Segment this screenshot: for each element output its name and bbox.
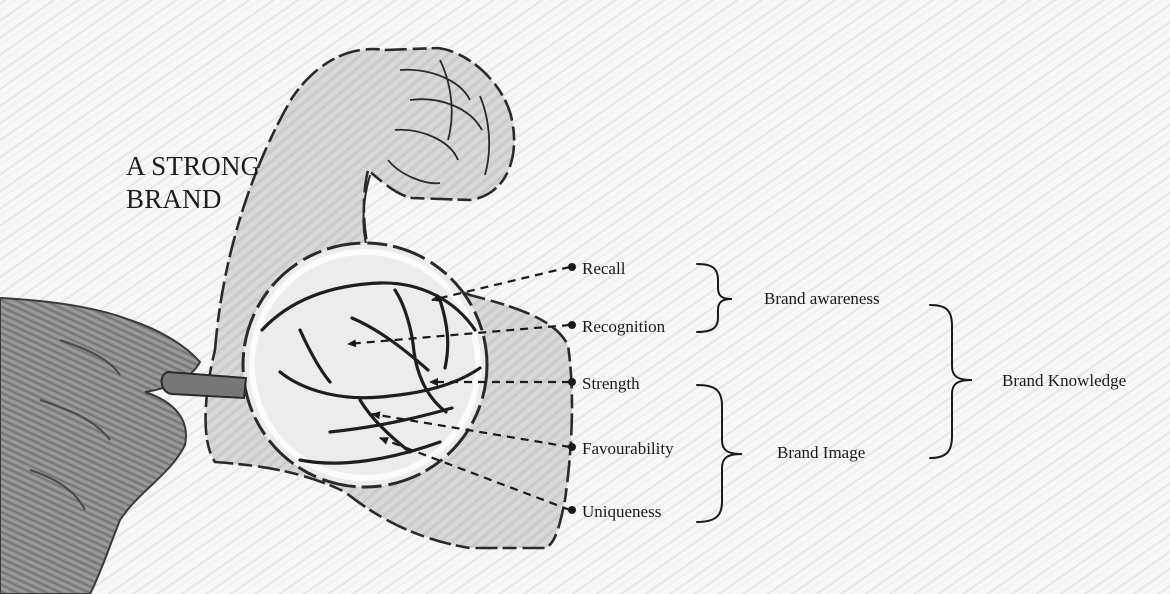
label-brand-image: Brand Image <box>777 444 865 461</box>
label-recall: Recall <box>582 260 625 277</box>
dot-favourability <box>568 443 576 451</box>
dot-uniqueness <box>568 506 576 514</box>
dot-recognition <box>568 321 576 329</box>
label-favourability: Favourability <box>582 440 674 457</box>
label-uniqueness: Uniqueness <box>582 503 661 520</box>
label-recognition: Recognition <box>582 318 665 335</box>
magnifier-lens <box>243 243 487 487</box>
dot-recall <box>568 263 576 271</box>
label-brand-knowledge: Brand Knowledge <box>1002 372 1126 389</box>
title-line-2: BRAND <box>126 186 222 213</box>
dot-strength <box>568 378 576 386</box>
title-line-1: A STRONG <box>126 153 260 180</box>
label-strength: Strength <box>582 375 640 392</box>
label-brand-awareness: Brand awareness <box>764 290 880 307</box>
